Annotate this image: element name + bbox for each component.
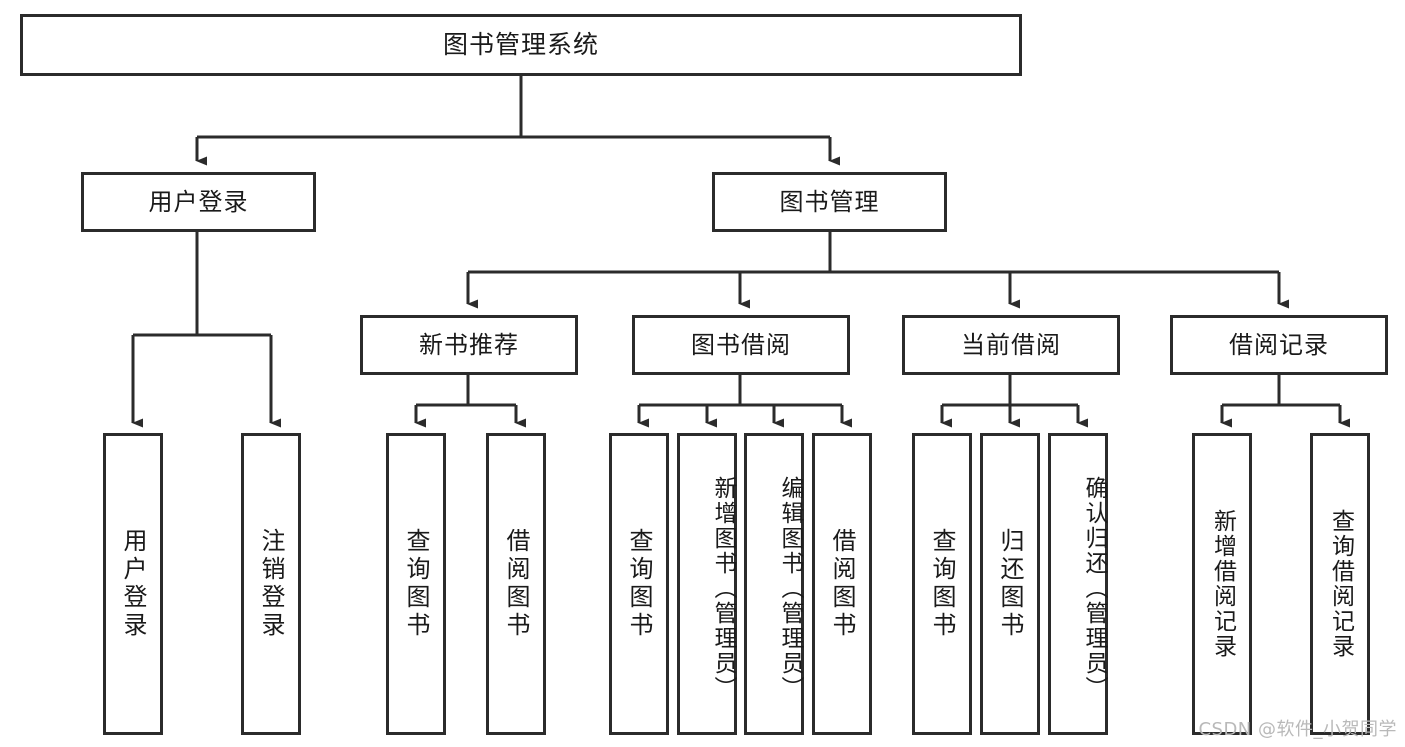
node-new-book-recommend[interactable]: 新书推荐 (360, 315, 578, 375)
leaf-label: 查询图书 (402, 528, 430, 640)
leaf-book-borrow-borrow[interactable]: 借阅图书 (812, 433, 872, 735)
leaf-current-borrow-query[interactable]: 查询图书 (912, 433, 972, 735)
leaf-label: 查询图书 (625, 528, 653, 640)
node-root-label: 图书管理系统 (442, 30, 599, 59)
leaf-label: 归还图书 (996, 528, 1024, 640)
leaf-user-login-logout[interactable]: 注销登录 (241, 433, 301, 735)
leaf-label: 借阅图书 (828, 528, 856, 640)
leaf-label: 借阅图书 (502, 528, 530, 640)
node-book-borrow-label: 图书借阅 (691, 330, 791, 359)
leaf-book-borrow-add[interactable]: 新增图书（管理员） (677, 433, 737, 735)
node-borrow-record-label: 借阅记录 (1229, 330, 1329, 359)
node-current-borrow[interactable]: 当前借阅 (902, 315, 1120, 375)
leaf-label: 新增借阅记录 (1209, 509, 1236, 659)
leaf-user-login-login[interactable]: 用户登录 (103, 433, 163, 735)
leaf-label: 查询借阅记录 (1327, 509, 1354, 659)
node-user-login-label: 用户登录 (148, 187, 249, 216)
leaf-new-book-borrow[interactable]: 借阅图书 (486, 433, 546, 735)
leaf-label: 编辑图书（管理员） (777, 475, 803, 701)
leaf-current-borrow-return[interactable]: 归还图书 (980, 433, 1040, 735)
node-borrow-record[interactable]: 借阅记录 (1170, 315, 1388, 375)
leaf-label: 查询图书 (928, 528, 956, 640)
leaf-current-borrow-confirm-return[interactable]: 确认归还（管理员） (1048, 433, 1108, 735)
leaf-label: 新增图书（管理员） (710, 475, 736, 701)
leaf-borrow-record-query[interactable]: 查询借阅记录 (1310, 433, 1370, 735)
node-book-management[interactable]: 图书管理 (712, 172, 947, 232)
leaf-book-borrow-edit[interactable]: 编辑图书（管理员） (744, 433, 804, 735)
node-book-management-label: 图书管理 (779, 187, 880, 216)
watermark: CSDN @软件_小贺同学 (1198, 719, 1397, 740)
node-root[interactable]: 图书管理系统 (20, 14, 1022, 76)
leaf-new-book-query[interactable]: 查询图书 (386, 433, 446, 735)
node-user-login[interactable]: 用户登录 (81, 172, 316, 232)
leaf-label: 用户登录 (119, 528, 147, 640)
node-new-book-recommend-label: 新书推荐 (419, 330, 519, 359)
leaf-label: 注销登录 (257, 528, 285, 640)
leaf-book-borrow-query[interactable]: 查询图书 (609, 433, 669, 735)
node-book-borrow[interactable]: 图书借阅 (632, 315, 850, 375)
node-current-borrow-label: 当前借阅 (961, 330, 1061, 359)
leaf-borrow-record-add[interactable]: 新增借阅记录 (1192, 433, 1252, 735)
leaf-label: 确认归还（管理员） (1081, 475, 1107, 701)
